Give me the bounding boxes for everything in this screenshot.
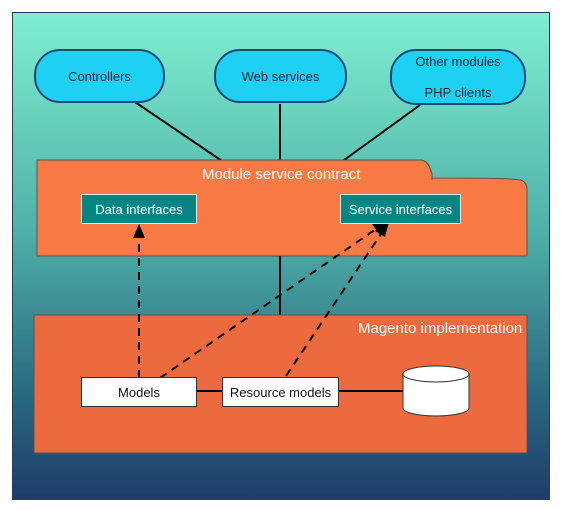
contract-panel-fold	[419, 159, 433, 180]
dashed-arrow-resource-service	[285, 233, 382, 377]
other-modules-node: Other modules PHP clients	[390, 49, 526, 105]
arrowhead-data-interfaces	[133, 224, 145, 238]
service-interfaces-box: Service interfaces	[340, 194, 461, 224]
connector-other-modules	[339, 104, 421, 164]
connector-controllers	[134, 101, 226, 164]
web-services-node: Web services	[214, 49, 347, 103]
dashed-arrow-models-service	[159, 228, 377, 379]
controllers-node: Controllers	[34, 49, 165, 103]
implementation-title: Magento implementation	[358, 320, 523, 337]
contract-title: Module service contract	[202, 166, 361, 183]
other-modules-label: Other modules	[415, 54, 501, 69]
models-box: Models	[81, 377, 197, 407]
web-services-label: Web services	[241, 69, 320, 84]
database-icon	[402, 365, 470, 417]
resource-models-box: Resource models	[222, 377, 339, 407]
arrowhead-service-interfaces-2	[375, 222, 389, 237]
data-interfaces-box: Data interfaces	[81, 194, 197, 224]
php-clients-label: PHP clients	[424, 85, 492, 100]
controllers-label: Controllers	[68, 69, 131, 84]
